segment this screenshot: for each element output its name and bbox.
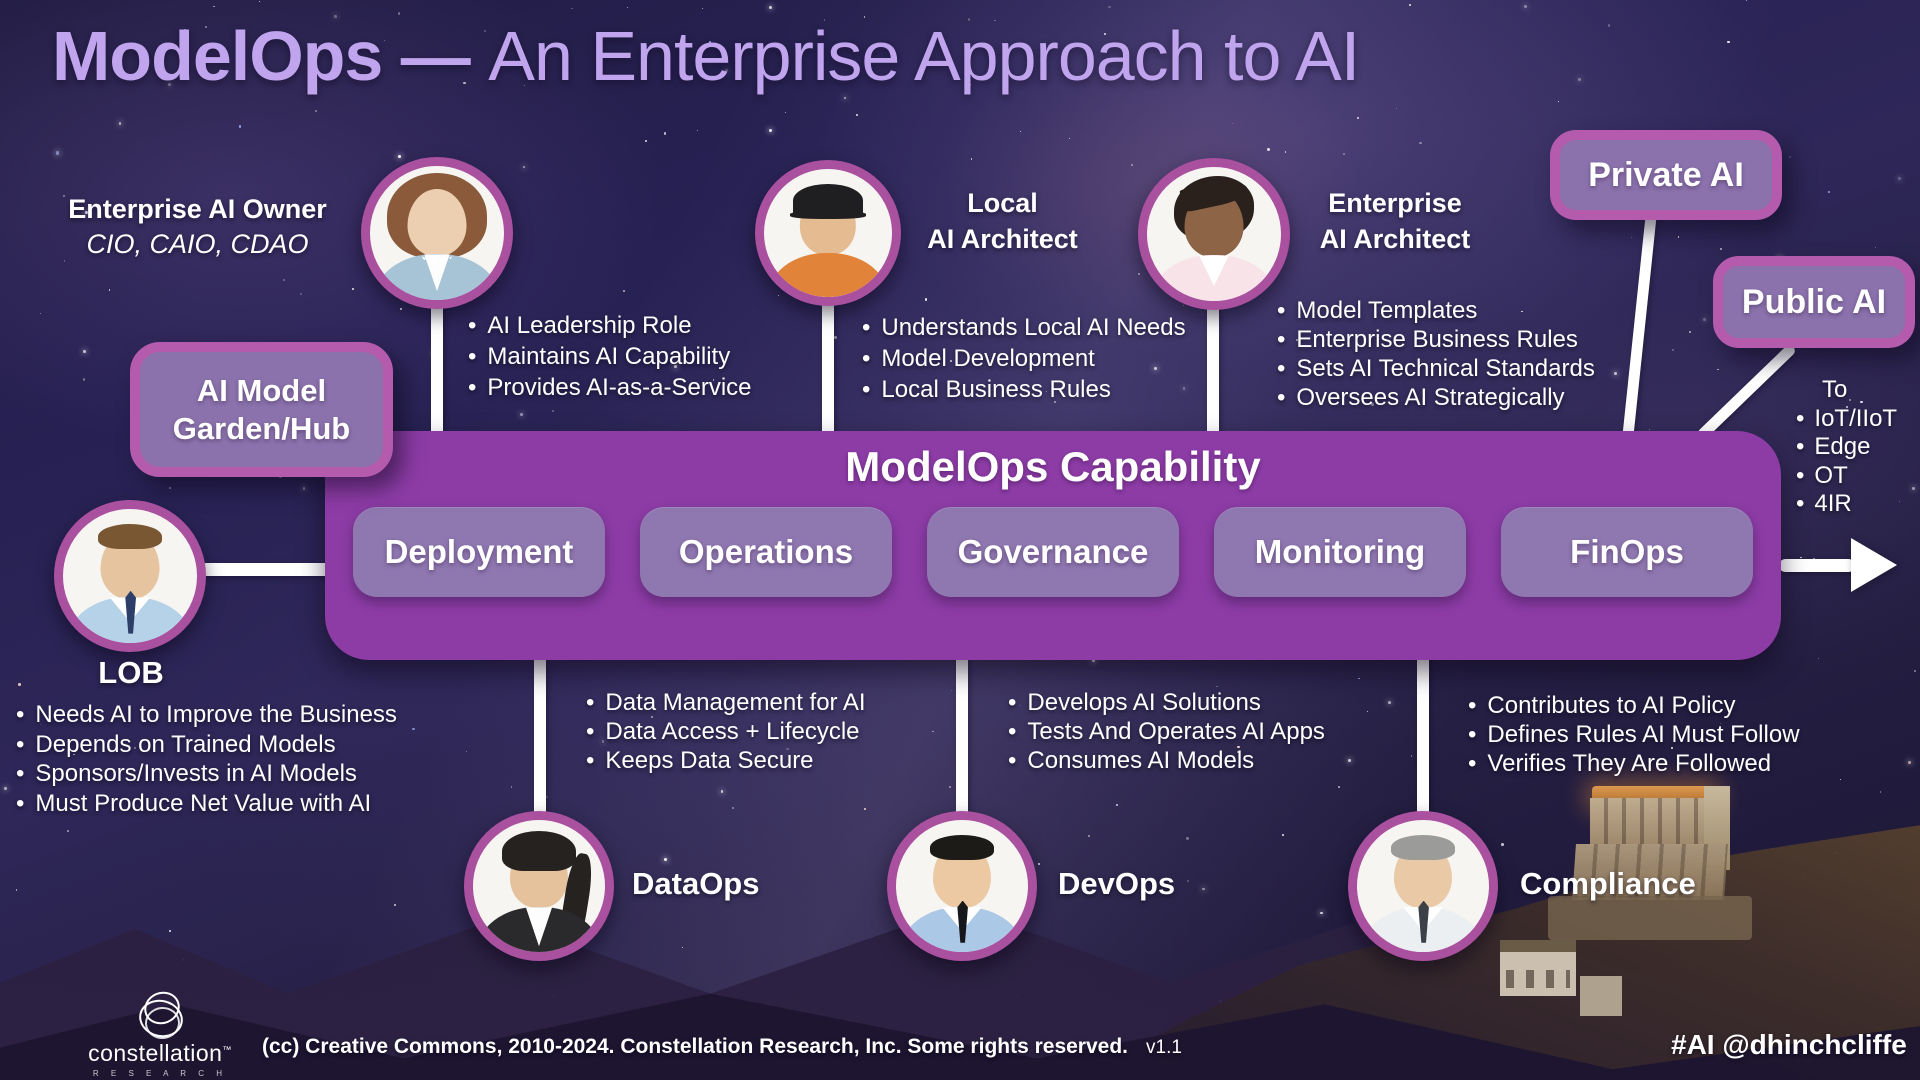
avatar-devops xyxy=(887,811,1037,961)
license-line: (cc) Creative Commons, 2010-2024. Conste… xyxy=(262,1035,1129,1058)
avatar-enterprise-ai-architect xyxy=(1138,158,1290,310)
capability-item: FinOps xyxy=(1501,507,1753,597)
public-ai-box: Public AI xyxy=(1713,256,1915,348)
compliance-bullet: Defines Rules AI Must Follow xyxy=(1468,720,1799,749)
lob-bullet: Sponsors/Invests in AI Models xyxy=(16,759,397,789)
local-architect-name-line: AI Architect xyxy=(927,224,1078,254)
label-dataops: DataOps xyxy=(632,866,760,901)
local-architect-name-line: Local xyxy=(967,188,1038,218)
avatar-dataops xyxy=(464,811,614,961)
output-targets-items: IoT/IIoTEdgeOT4IR xyxy=(1796,405,1897,519)
ai-model-garden-line: AI Model xyxy=(196,372,327,408)
devops-bullet: Tests And Operates AI Apps xyxy=(1008,717,1325,746)
devops-bullet: Consumes AI Models xyxy=(1008,746,1325,775)
constellation-logo: constellation™ R E S E A R C H xyxy=(80,986,240,1078)
private-ai-box: Private AI xyxy=(1550,130,1782,220)
enterprise-architect-bullet: Oversees AI Strategically xyxy=(1277,383,1595,412)
modelops-capability-box: ModelOps Capability Deployment Operations… xyxy=(325,431,1781,660)
output-target-item: IoT/IIoT xyxy=(1796,405,1897,434)
connector-lob xyxy=(200,563,332,576)
lob-bullet: Needs AI to Improve the Business xyxy=(16,700,397,730)
label-local-ai-architect: Local AI Architect xyxy=(895,185,1110,257)
label-enterprise-ai-owner: Enterprise AI Owner CIO, CAIO, CDAO xyxy=(30,192,365,262)
bullets-dataops: Data Management for AIData Access + Life… xyxy=(586,688,866,775)
output-targets-heading: To xyxy=(1822,376,1848,403)
public-ai-label: Public AI xyxy=(1741,282,1887,321)
connector-local-architect xyxy=(822,300,834,440)
bullets-devops: Develops AI SolutionsTests And Operates … xyxy=(1008,688,1325,775)
bullets-enterprise-ai-architect: Model TemplatesEnterprise Business Rules… xyxy=(1277,296,1595,412)
lob-bullet: Must Produce Net Value with AI xyxy=(16,789,397,819)
avatar-enterprise-ai-owner xyxy=(361,157,513,309)
local-architect-bullet: Model Development xyxy=(862,343,1186,374)
dataops-bullet: Data Access + Lifecycle xyxy=(586,717,866,746)
dataops-bullet: Keeps Data Secure xyxy=(586,746,866,775)
output-target-item: OT xyxy=(1796,462,1897,491)
owner-bullet: Provides AI-as-a-Service xyxy=(468,372,751,403)
connector-compliance xyxy=(1417,655,1429,820)
title-rest: An Enterprise Approach to AI xyxy=(488,17,1360,95)
output-arrow-head xyxy=(1851,538,1897,592)
enterprise-architect-name-line: AI Architect xyxy=(1319,224,1471,254)
label-enterprise-ai-architect: Enterprise AI Architect xyxy=(1270,185,1520,257)
output-arrow-shaft xyxy=(1779,559,1855,572)
label-lob: LOB xyxy=(98,655,164,690)
logo-tm: ™ xyxy=(222,1044,232,1055)
version-label: v1.1 xyxy=(1146,1037,1182,1058)
avatar-lob xyxy=(54,500,206,652)
constellation-logo-subtext: R E S E A R C H xyxy=(92,1069,228,1078)
connector-enterprise-architect xyxy=(1207,302,1219,440)
dataops-bullet: Data Management for AI xyxy=(586,688,865,717)
capability-item: Operations xyxy=(640,507,892,597)
social-handle: #AI @dhinchcliffe xyxy=(1671,1029,1907,1060)
connector-dataops xyxy=(534,655,546,820)
owner-name: Enterprise AI Owner xyxy=(68,194,327,224)
local-architect-bullet: Local Business Rules xyxy=(862,374,1186,405)
label-devops: DevOps xyxy=(1058,866,1176,901)
capability-items: Deployment Operations Governance Monitoring… xyxy=(325,507,1781,597)
enterprise-architect-bullet: Enterprise Business Rules xyxy=(1277,325,1595,354)
bullets-lob: Needs AI to Improve the BusinessDepends … xyxy=(16,700,397,818)
enterprise-architect-bullet: Model Templates xyxy=(1277,296,1595,325)
title-brand: ModelOps xyxy=(52,17,383,95)
logo-word-text: constellation xyxy=(88,1040,223,1066)
label-compliance: Compliance xyxy=(1520,866,1696,901)
connector-devops xyxy=(956,655,968,820)
enterprise-architect-name-line: Enterprise xyxy=(1328,188,1462,218)
output-target-item: Edge xyxy=(1796,433,1897,462)
bullets-compliance: Contributes to AI PolicyDefines Rules AI… xyxy=(1468,691,1800,778)
license-text: (cc) Creative Commons, 2010-2024. Conste… xyxy=(262,1035,1182,1059)
bullets-enterprise-ai-owner: AI Leadership RoleMaintains AI Capabilit… xyxy=(468,310,752,403)
bullets-local-ai-architect: Understands Local AI NeedsModel Developm… xyxy=(862,312,1186,405)
connector-public-ai xyxy=(1695,342,1798,442)
capability-title: ModelOps Capability xyxy=(845,443,1261,490)
lob-bullet: Depends on Trained Models xyxy=(16,730,397,760)
output-targets-list: To IoT/IIoTEdgeOT4IR xyxy=(1796,376,1897,519)
title-dash: — xyxy=(382,17,489,95)
owner-subtitle: CIO, CAIO, CDAO xyxy=(86,229,309,259)
owner-bullet: AI Leadership Role xyxy=(468,310,752,341)
enterprise-architect-bullet: Sets AI Technical Standards xyxy=(1277,354,1594,383)
compliance-bullet: Contributes to AI Policy xyxy=(1468,691,1800,720)
constellation-logo-icon xyxy=(135,986,187,1042)
page-title: ModelOps — An Enterprise Approach to AI xyxy=(52,16,1360,96)
capability-item: Monitoring xyxy=(1214,507,1466,597)
owner-bullet: Maintains AI Capability xyxy=(468,341,752,372)
devops-bullet: Develops AI Solutions xyxy=(1008,688,1325,717)
output-target-item: 4IR xyxy=(1796,490,1897,519)
capability-item: Deployment xyxy=(353,507,605,597)
private-ai-label: Private AI xyxy=(1588,155,1744,194)
constellation-logo-text: constellation™ xyxy=(80,1040,240,1067)
compliance-bullet: Verifies They Are Followed xyxy=(1468,749,1800,778)
capability-item: Governance xyxy=(927,507,1179,597)
connector-private-ai xyxy=(1622,212,1657,440)
ai-model-garden-line: Garden/Hub xyxy=(172,410,351,446)
avatar-compliance xyxy=(1348,811,1498,961)
connector-owner xyxy=(431,300,443,440)
avatar-local-ai-architect xyxy=(755,160,901,306)
local-architect-bullet: Understands Local AI Needs xyxy=(862,312,1185,343)
